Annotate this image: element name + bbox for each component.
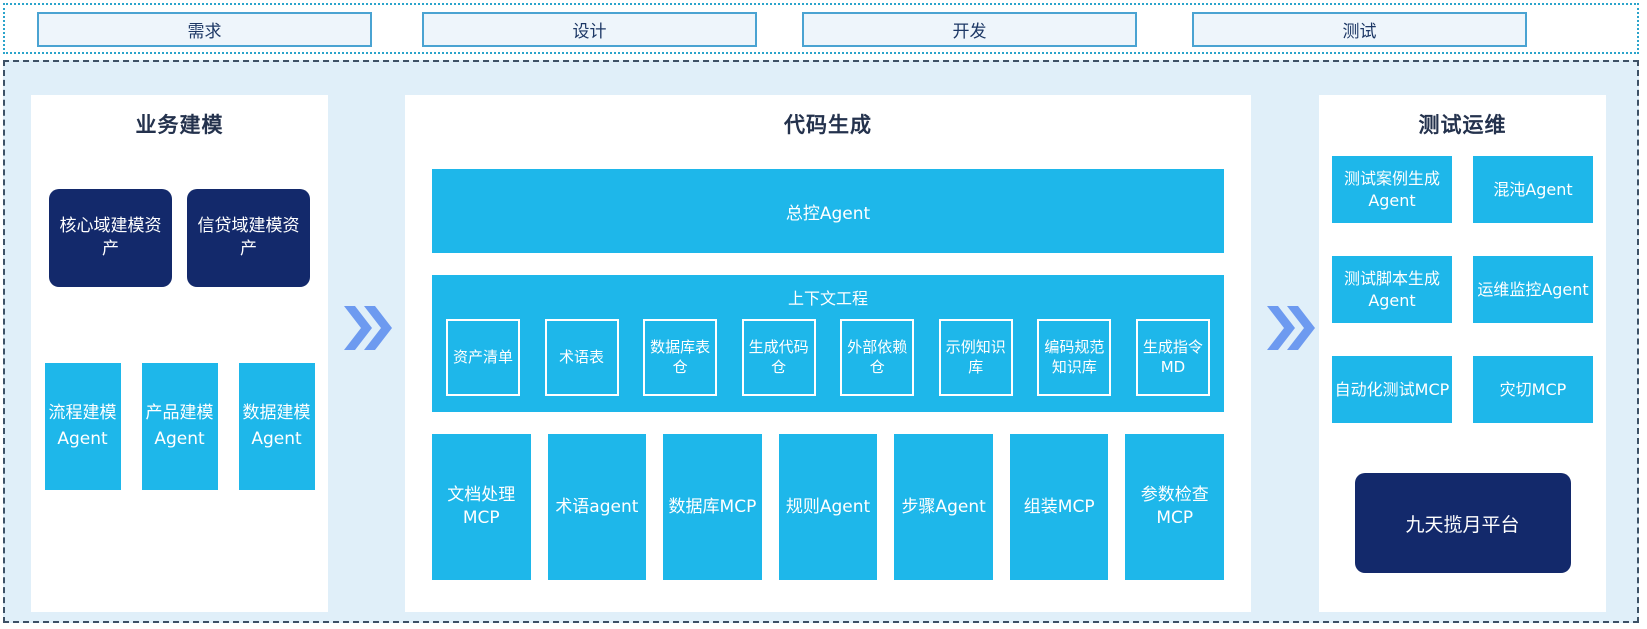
context-item-coding-standard-kb: 编码规范知识库 bbox=[1037, 319, 1112, 396]
agent-box-chaos: 混沌Agent bbox=[1473, 156, 1593, 223]
panel-title: 代码生成 bbox=[784, 113, 872, 137]
panel-title: 测试运维 bbox=[1418, 113, 1507, 137]
context-item-glossary: 术语表 bbox=[544, 319, 619, 396]
double-chevron-right-icon bbox=[1267, 306, 1315, 350]
panel-business-modeling: 业务建模 核心域建模资产 信贷域建模资产 流程建模Agent 产品建模Agent… bbox=[31, 95, 328, 612]
tool-box-row: 文档处理MCP 术语agent 数据库MCP 规则Agent 步骤Agent 组… bbox=[432, 434, 1225, 580]
tool-box-step-agent: 步骤Agent bbox=[894, 434, 993, 580]
phase-requirements: 需求 bbox=[37, 12, 372, 47]
panel-code-generation: 代码生成 总控Agent 上下文工程 资产清单 术语表 数据库表仓 生成代码仓 … bbox=[405, 95, 1251, 612]
tool-box-doc-processing-mcp: 文档处理MCP bbox=[432, 434, 531, 580]
agent-box-product-modeling: 产品建模Agent bbox=[141, 363, 218, 490]
agent-box-test-case-gen: 测试案例生成Agent bbox=[1332, 156, 1452, 223]
tool-box-rule-agent: 规则Agent bbox=[778, 434, 878, 580]
phase-development: 开发 bbox=[802, 12, 1137, 47]
context-item-asset-list: 资产清单 bbox=[446, 319, 520, 396]
modeling-agent-row: 流程建模Agent 产品建模Agent 数据建模Agent bbox=[31, 363, 328, 490]
tool-box-assembly-mcp: 组装MCP bbox=[1009, 434, 1109, 580]
tool-box-glossary-agent: 术语agent bbox=[547, 434, 647, 580]
asset-row: 核心域建模资产 信贷域建模资产 bbox=[31, 189, 328, 287]
tool-box-database-mcp: 数据库MCP bbox=[663, 434, 762, 580]
phase-design: 设计 bbox=[422, 12, 757, 47]
tool-box-disaster-switch-mcp: 灾切MCP bbox=[1473, 356, 1593, 423]
agent-box-ops-monitoring: 运维监控Agent bbox=[1473, 256, 1593, 323]
asset-box-credit-domain: 信贷域建模资产 bbox=[187, 189, 310, 287]
double-chevron-right-icon bbox=[344, 306, 392, 350]
context-item-generated-code-repo: 生成代码仓 bbox=[741, 319, 816, 396]
context-engineering-container: 上下文工程 资产清单 术语表 数据库表仓 生成代码仓 外部依赖仓 示例知识库 编… bbox=[432, 275, 1224, 412]
context-engineering-title: 上下文工程 bbox=[787, 289, 868, 308]
panel-test-ops: 测试运维 测试案例生成Agent 混沌Agent 测试脚本生成Agent 运维监… bbox=[1319, 95, 1606, 612]
agent-box-process-modeling: 流程建模Agent bbox=[44, 363, 121, 490]
master-agent-bar: 总控Agent bbox=[432, 169, 1224, 253]
testops-grid: 测试案例生成Agent 混沌Agent 测试脚本生成Agent 运维监控Agen… bbox=[1319, 156, 1606, 423]
agent-box-test-script-gen: 测试脚本生成Agent bbox=[1332, 256, 1452, 323]
context-item-row: 资产清单 术语表 数据库表仓 生成代码仓 外部依赖仓 示例知识库 编码规范知识库… bbox=[446, 319, 1210, 396]
phase-testing: 测试 bbox=[1192, 12, 1527, 47]
context-item-db-table-repo: 数据库表仓 bbox=[643, 319, 718, 396]
agent-box-data-modeling: 数据建模Agent bbox=[238, 363, 315, 490]
main-container: 业务建模 核心域建模资产 信贷域建模资产 流程建模Agent 产品建模Agent… bbox=[3, 60, 1639, 623]
context-item-external-deps-repo: 外部依赖仓 bbox=[840, 319, 915, 396]
context-item-example-kb: 示例知识库 bbox=[938, 319, 1013, 396]
phase-strip: 需求 设计 开发 测试 bbox=[3, 3, 1639, 54]
asset-box-core-domain: 核心域建模资产 bbox=[49, 189, 172, 287]
panel-title: 业务建模 bbox=[135, 113, 224, 137]
tool-box-automated-test-mcp: 自动化测试MCP bbox=[1332, 356, 1452, 423]
tool-box-param-check-mcp: 参数检查MCP bbox=[1125, 434, 1225, 580]
context-item-generation-instruction-md: 生成指令MD bbox=[1135, 319, 1210, 396]
platform-box-jiutian-lanyue: 九天揽月平台 bbox=[1354, 473, 1571, 573]
